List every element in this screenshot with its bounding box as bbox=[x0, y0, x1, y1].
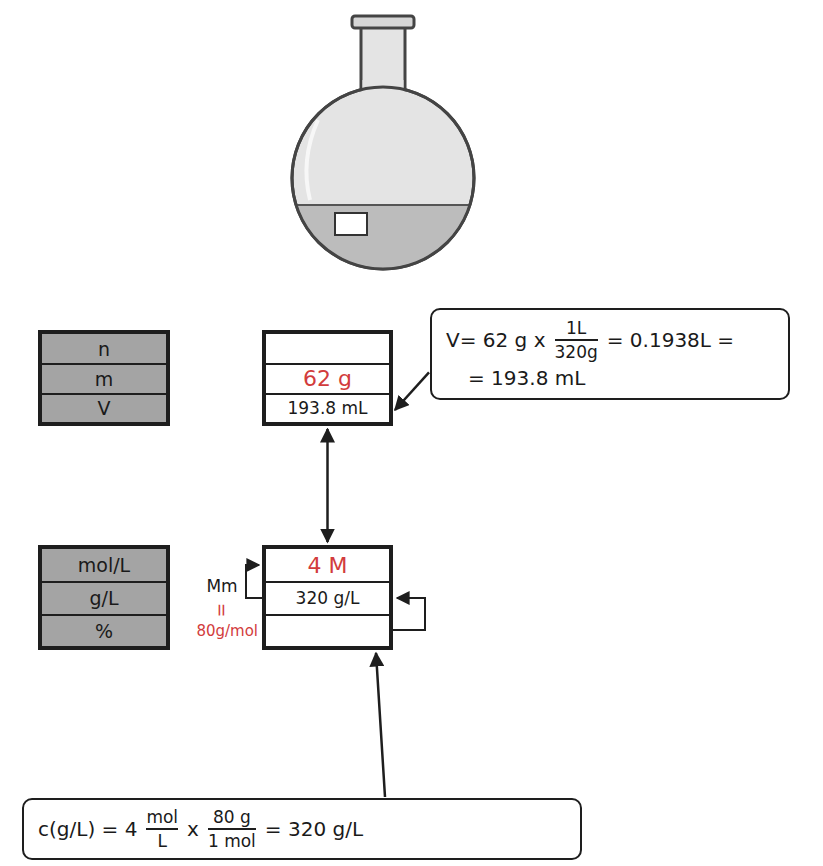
formula-line: = 193.8 mL bbox=[446, 366, 774, 390]
table-row bbox=[266, 334, 389, 363]
formula-line: V= 62 g x 1L 320g = 0.1938L = bbox=[446, 318, 774, 362]
node-text: 320 g/L bbox=[296, 588, 360, 608]
annotation-label: 80g/mol bbox=[196, 622, 258, 640]
table-row bbox=[266, 614, 389, 646]
node-text: 320g bbox=[555, 342, 598, 362]
table-row: % bbox=[42, 614, 166, 646]
node-text: m bbox=[95, 368, 114, 390]
table-row: 4 M bbox=[266, 549, 389, 581]
fraction-bar bbox=[146, 828, 178, 830]
value-box: 62 g 193.8 mL bbox=[262, 330, 393, 426]
node-text: n bbox=[98, 338, 110, 360]
table-row: 62 g bbox=[266, 363, 389, 392]
arrow-connector bbox=[326, 429, 329, 542]
node-text: L bbox=[157, 831, 166, 851]
node-text: 1 mol bbox=[208, 831, 256, 851]
round-bottom-flask bbox=[290, 16, 480, 275]
annotation-label: = bbox=[212, 603, 232, 617]
table-row: 320 g/L bbox=[266, 581, 389, 613]
table-row: m bbox=[42, 363, 166, 392]
quantity-box: nmV bbox=[38, 330, 170, 426]
node-text: % bbox=[95, 620, 113, 642]
node-text: mol bbox=[146, 807, 178, 827]
conversion-bracket bbox=[393, 598, 425, 630]
arrow-connector bbox=[395, 372, 429, 410]
node-text: = 320 g/L bbox=[265, 817, 363, 841]
node-text: 4 M bbox=[308, 553, 348, 578]
node-text: = 0.1938L = bbox=[607, 328, 734, 352]
value-box: 4 M 320 g/L bbox=[262, 545, 393, 650]
node-text: 193.8 mL bbox=[287, 398, 367, 418]
fraction-bar bbox=[555, 339, 598, 341]
node-text: 1L bbox=[566, 318, 586, 338]
fraction: 80 g 1 mol bbox=[208, 807, 256, 851]
fraction-bar bbox=[208, 828, 256, 830]
fraction: 1L 320g bbox=[555, 318, 598, 362]
node-text: x bbox=[187, 817, 199, 841]
calculation-callout: c(g/L) = 4molLx80 g1 mol= 320 g/L bbox=[22, 798, 582, 860]
flask-label bbox=[335, 213, 367, 235]
formula-line: c(g/L) = 4molLx80 g1 mol= 320 g/L bbox=[38, 807, 566, 851]
node-text: V bbox=[98, 397, 111, 419]
table-row: V bbox=[42, 393, 166, 422]
arrow-connector bbox=[376, 653, 385, 797]
table-row: mol/L bbox=[42, 549, 166, 581]
node-text: mol/L bbox=[78, 554, 130, 576]
unit-box: mol/L g/L% bbox=[38, 545, 170, 650]
node-text: c(g/L) = 4 bbox=[38, 817, 137, 841]
table-row: g/L bbox=[42, 581, 166, 613]
conversion-bracket bbox=[246, 565, 262, 598]
annotation-label: Mm bbox=[206, 576, 237, 596]
table-row: 193.8 mL bbox=[266, 393, 389, 422]
node-text: g/L bbox=[89, 587, 118, 609]
calculation-callout: V= 62 g x 1L 320g = 0.1938L = = 193.8 mL bbox=[430, 308, 790, 400]
node-text: 62 g bbox=[303, 366, 352, 391]
fraction: molL bbox=[146, 807, 178, 851]
node-text: 80 g bbox=[213, 807, 251, 827]
node-text: = 193.8 mL bbox=[468, 366, 585, 390]
table-row: n bbox=[42, 334, 166, 363]
node-text: V= 62 g x bbox=[446, 328, 546, 352]
